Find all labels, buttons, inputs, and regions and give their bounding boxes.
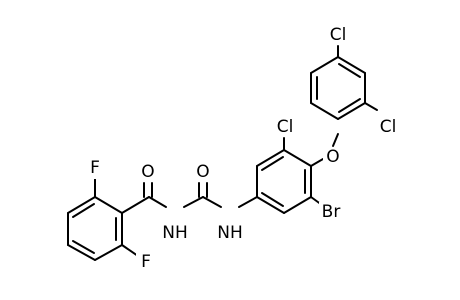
bond bbox=[338, 63, 361, 78]
label-mask bbox=[273, 117, 297, 137]
bond bbox=[121, 244, 139, 257]
bond bbox=[310, 158, 324, 167]
bond bbox=[238, 196, 258, 208]
bond bbox=[310, 102, 339, 120]
atom-label-amide-nh-right: NH bbox=[217, 223, 243, 243]
atom-label-carbonyl-oxygen-right: O bbox=[196, 162, 209, 182]
atom-label-fluorine-bottom: F bbox=[141, 252, 151, 272]
atom-label-chlorine-ring-middle: Cl bbox=[277, 117, 294, 137]
bond bbox=[261, 192, 284, 207]
bond bbox=[337, 56, 366, 74]
bond bbox=[337, 102, 366, 120]
atom-label-chlorine-top: Cl bbox=[330, 25, 347, 45]
atom-label-ether-oxygen: O bbox=[326, 147, 339, 167]
bond bbox=[338, 98, 361, 113]
bond bbox=[72, 203, 95, 218]
bond bbox=[202, 196, 222, 208]
label-mask bbox=[326, 25, 350, 45]
bond bbox=[67, 196, 96, 214]
bond bbox=[121, 196, 150, 214]
bond bbox=[94, 196, 123, 214]
atom-label-bromine: Br bbox=[322, 202, 341, 222]
atom-label-amide-nh-left: NH bbox=[162, 223, 188, 243]
bond bbox=[67, 244, 96, 261]
label-mask bbox=[193, 162, 213, 182]
bond bbox=[310, 56, 339, 74]
label-mask bbox=[136, 253, 156, 273]
atom-labels: F F O O NH NH Cl O Br Cl Cl bbox=[85, 25, 400, 273]
bond bbox=[332, 133, 339, 147]
atom-label-fluorine-top: F bbox=[90, 158, 100, 178]
label-mask bbox=[162, 223, 188, 243]
label-mask bbox=[323, 147, 343, 167]
bond bbox=[256, 149, 285, 167]
label-mask bbox=[376, 117, 400, 137]
bond bbox=[183, 196, 204, 208]
bond bbox=[261, 156, 284, 171]
label-mask bbox=[85, 159, 105, 179]
bond bbox=[283, 149, 312, 167]
label-mask bbox=[138, 162, 158, 182]
bond bbox=[256, 196, 285, 214]
bond bbox=[364, 102, 378, 111]
label-mask bbox=[319, 202, 343, 222]
bond bbox=[94, 244, 123, 261]
bond bbox=[283, 196, 312, 214]
atom-label-carbonyl-oxygen-left: O bbox=[141, 162, 154, 182]
bond bbox=[148, 196, 167, 208]
label-mask bbox=[217, 223, 243, 243]
atom-label-chlorine-right: Cl bbox=[380, 117, 397, 137]
bond bbox=[72, 240, 95, 254]
bonds bbox=[67, 45, 378, 261]
